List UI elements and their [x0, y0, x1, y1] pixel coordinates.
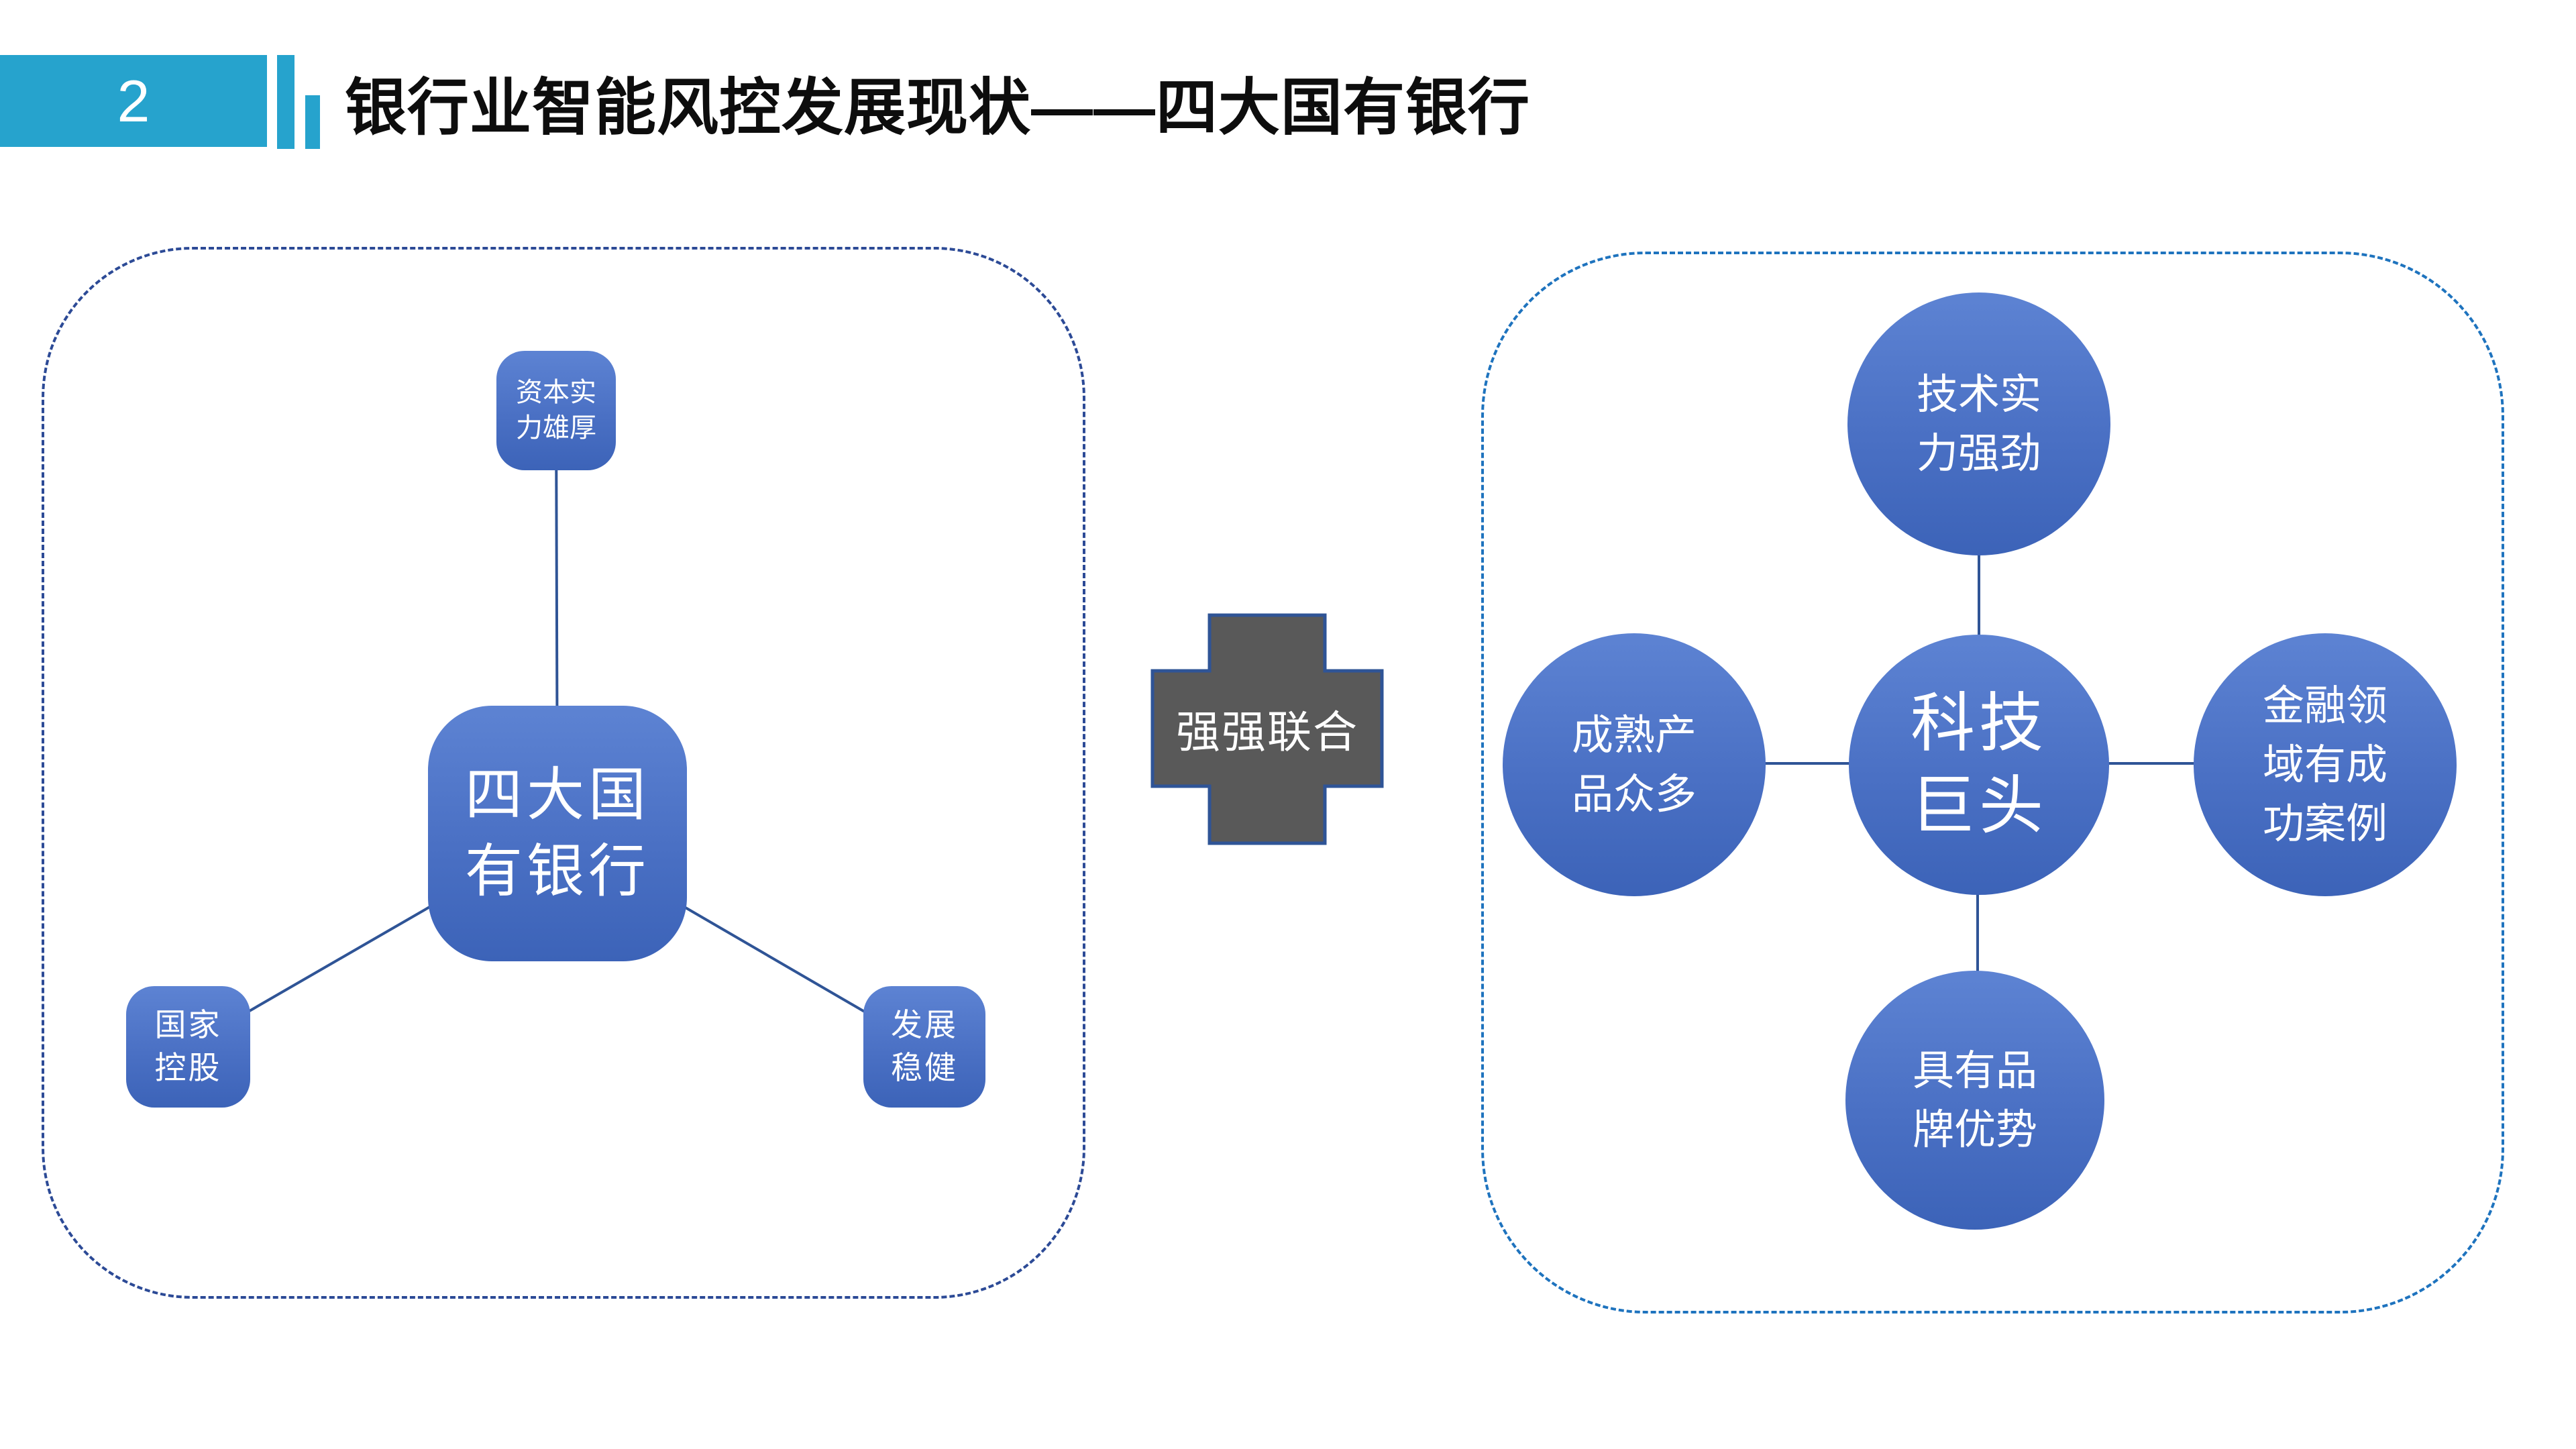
node-text-line: 成熟产	[1571, 710, 1697, 759]
node-text-line: 力雄厚	[516, 413, 596, 443]
node-text-line: 科技	[1911, 686, 2047, 761]
node-text-line: 四大国	[465, 761, 650, 828]
node-text-line: 稳健	[891, 1049, 958, 1087]
node-text-line: 力强劲	[1916, 429, 2041, 478]
node-text-line: 控股	[154, 1049, 222, 1087]
page-number-badge: 2	[0, 55, 267, 147]
title-accent-bar-tall	[277, 55, 294, 149]
right-group-panel	[1481, 252, 2504, 1313]
node-text-line: 巨头	[1911, 768, 2047, 843]
node-text-line: 牌优势	[1912, 1105, 2037, 1154]
node-steady-development: 发展 稳健	[863, 986, 985, 1108]
node-tech-giants: 科技 巨头	[1849, 635, 2109, 895]
node-financial-success-cases: 金融领 域有成 功案例	[2194, 633, 2457, 896]
node-text-line: 有银行	[465, 837, 650, 905]
node-mature-products: 成熟产 品众多	[1503, 633, 1766, 896]
node-text-line: 金融领	[2262, 680, 2387, 730]
node-text-line: 技术实	[1916, 369, 2041, 419]
title-accent-bar-short	[305, 95, 320, 149]
node-brand-advantage: 具有品 牌优势	[1845, 971, 2104, 1230]
node-state-holding: 国家 控股	[126, 986, 250, 1108]
slide-title: 银行业智能风控发展现状——四大国有银行	[345, 73, 1531, 142]
page-number: 2	[117, 67, 150, 134]
node-text-line: 国家	[154, 1007, 222, 1044]
node-capital-strength: 资本实 力雄厚	[496, 351, 616, 470]
node-text-line: 域有成	[2262, 739, 2387, 789]
node-text-line: 资本实	[516, 377, 596, 409]
node-strong-technology: 技术实 力强劲	[1847, 292, 2110, 555]
plus-label: 强强联合	[1176, 706, 1358, 758]
node-four-state-banks: 四大国 有银行	[428, 706, 687, 961]
node-text-line: 发展	[891, 1007, 958, 1044]
node-text-line: 具有品	[1912, 1045, 2037, 1095]
node-text-line: 功案例	[2262, 799, 2387, 849]
node-text-line: 品众多	[1571, 769, 1697, 818]
left-group-panel	[42, 247, 1085, 1299]
